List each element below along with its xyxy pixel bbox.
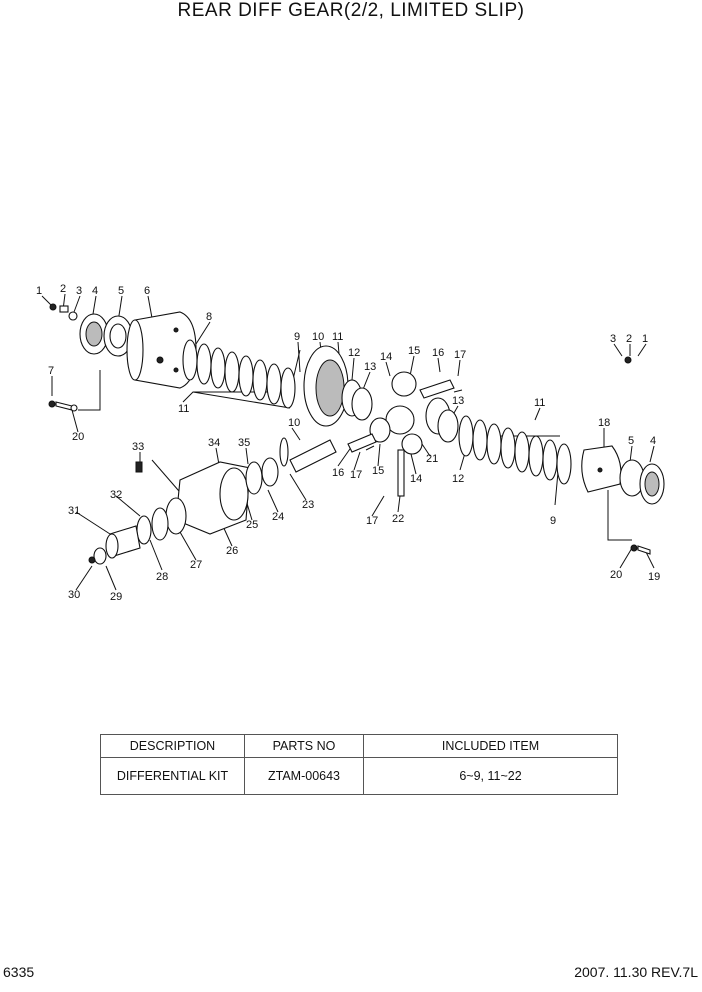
- callout-9: 9: [294, 331, 300, 343]
- callout-16: 16: [432, 347, 444, 359]
- callout-19: 19: [648, 571, 660, 583]
- callout-11: 11: [332, 331, 343, 343]
- callout-34: 34: [208, 437, 220, 449]
- callout-22: 22: [392, 513, 404, 525]
- callout-17: 17: [350, 469, 362, 481]
- callout-18: 18: [598, 417, 610, 429]
- callout-33: 33: [132, 441, 144, 453]
- cell-included-item: 6~9, 11~22: [363, 757, 618, 795]
- callout-24: 24: [272, 511, 284, 523]
- callout-20: 20: [610, 569, 622, 581]
- revision-date: 2007. 11.30 REV.7L: [574, 964, 698, 980]
- callout-15: 15: [372, 465, 384, 477]
- callout-25: 25: [246, 519, 258, 531]
- callout-4: 4: [92, 285, 98, 297]
- callout-20: 20: [72, 431, 84, 443]
- callout-12: 12: [348, 347, 360, 359]
- callout-5: 5: [118, 285, 124, 297]
- callout-10: 10: [288, 417, 300, 429]
- callout-15: 15: [408, 345, 420, 357]
- callout-28: 28: [156, 571, 168, 583]
- callout-6: 6: [144, 285, 150, 297]
- callout-29: 29: [110, 591, 122, 603]
- callout-11: 11: [534, 397, 545, 409]
- cell-parts-no: ZTAM-00643: [244, 757, 364, 795]
- left-case-housing: [126, 311, 197, 389]
- callout-3: 3: [76, 285, 82, 297]
- column-header-parts-no: PARTS NO: [244, 734, 364, 758]
- callout-2: 2: [60, 283, 66, 295]
- pinion-carrier-assembly: [88, 437, 337, 565]
- callout-3: 3: [610, 333, 616, 345]
- right-disc-stack: [458, 415, 572, 485]
- ring-gear: [303, 345, 373, 427]
- callout-21: 21: [426, 453, 438, 465]
- callout-9: 9: [550, 515, 556, 527]
- callout-16: 16: [332, 467, 344, 479]
- callout-30: 30: [68, 589, 80, 601]
- callout-13: 13: [364, 361, 376, 373]
- callout-11: 11: [178, 403, 189, 415]
- callout-1: 1: [36, 285, 42, 297]
- callout-10: 10: [312, 331, 324, 343]
- leader-lines: [41, 293, 655, 591]
- callout-7: 7: [48, 365, 54, 377]
- kit-table: DESCRIPTION PARTS NO INCLUDED ITEM DIFFE…: [100, 734, 618, 795]
- spider-gears: [347, 371, 463, 497]
- callout-13: 13: [452, 395, 464, 407]
- callout-23: 23: [302, 499, 314, 511]
- right-case-housing: [48, 356, 665, 555]
- callout-12: 12: [452, 473, 464, 485]
- table-header-row: DESCRIPTION PARTS NO INCLUDED ITEM: [100, 734, 618, 758]
- page-title: REAR DIFF GEAR(2/2, LIMITED SLIP): [177, 0, 525, 21]
- column-header-description: DESCRIPTION: [100, 734, 245, 758]
- callout-35: 35: [238, 437, 250, 449]
- callout-4: 4: [650, 435, 656, 447]
- callout-1: 1: [642, 333, 648, 345]
- callout-27: 27: [190, 559, 202, 571]
- cell-description: DIFFERENTIAL KIT: [100, 757, 245, 795]
- callout-17: 17: [454, 349, 466, 361]
- table-row: DIFFERENTIAL KIT ZTAM-00643 6~9, 11~22: [100, 757, 618, 795]
- callout-5: 5: [628, 435, 634, 447]
- left-disc-stack: [182, 339, 296, 409]
- callout-32: 32: [110, 489, 122, 501]
- callout-14: 14: [410, 473, 422, 485]
- page-code: 6335: [3, 964, 35, 980]
- callout-26: 26: [226, 545, 238, 557]
- callout-labels: 1 2 3 4 5 6 7 8 9 10 11 11 12 13 14 15 1…: [36, 283, 660, 603]
- left-bearing-assembly: [49, 303, 133, 357]
- callout-14: 14: [380, 351, 392, 363]
- callout-8: 8: [206, 311, 212, 323]
- callout-31: 31: [68, 505, 80, 517]
- callout-17: 17: [366, 515, 378, 527]
- callout-2: 2: [626, 333, 632, 345]
- column-header-included-item: INCLUDED ITEM: [363, 734, 618, 758]
